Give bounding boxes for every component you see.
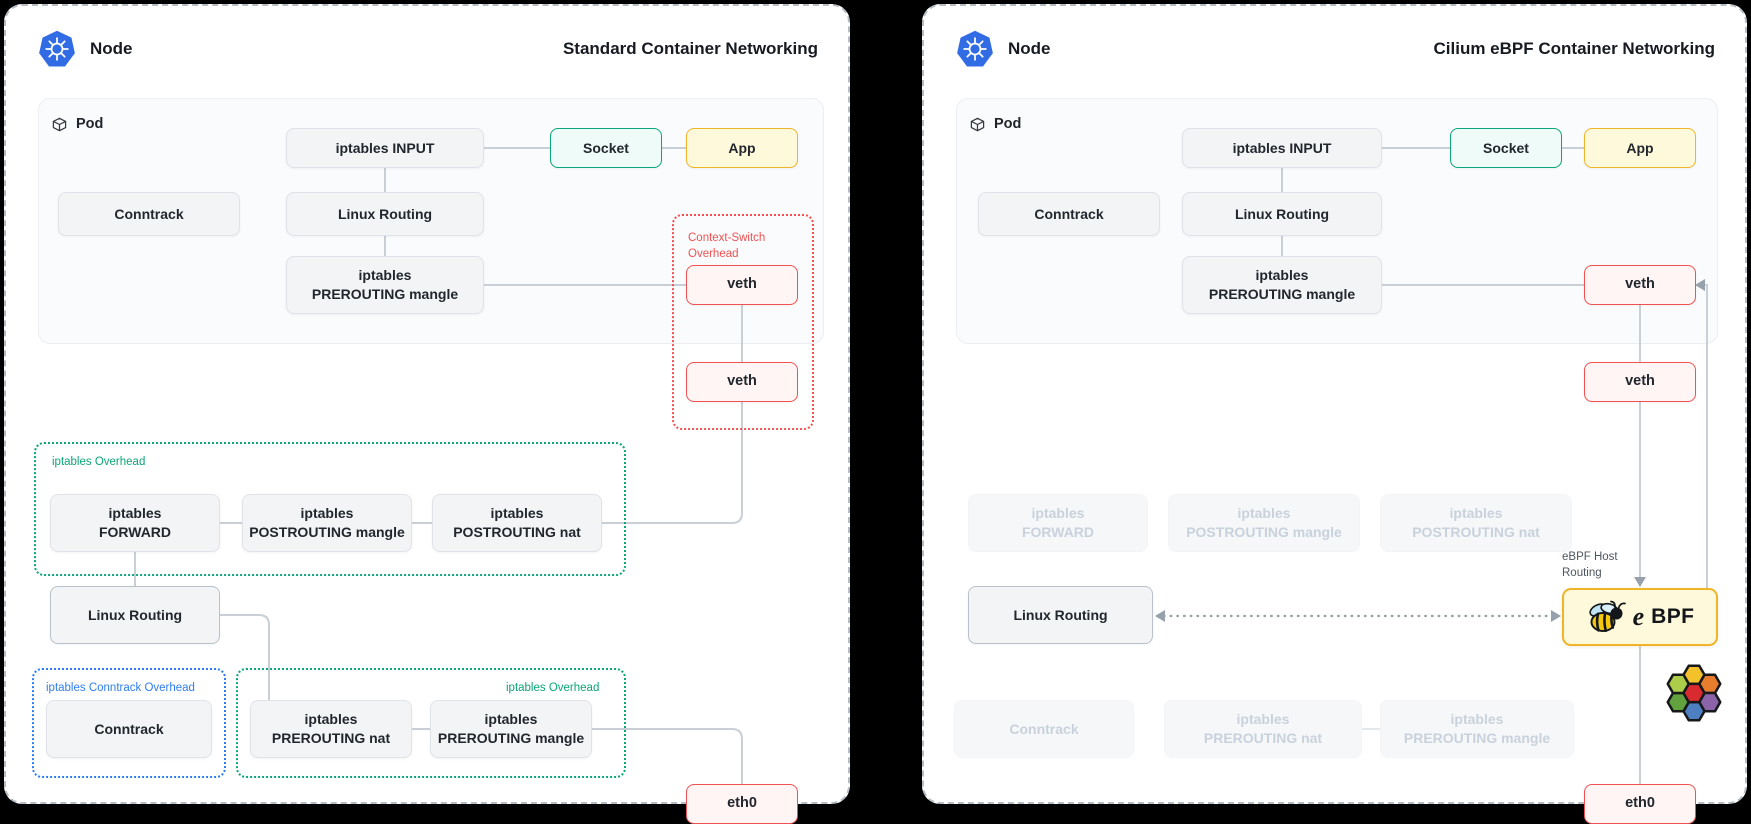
pod-tag: Pod bbox=[970, 116, 1021, 132]
kubernetes-logo-icon bbox=[39, 30, 75, 67]
helm-wheel-icon bbox=[963, 37, 987, 61]
right-panel-header: Node Cilium eBPF Container Networking bbox=[956, 30, 1715, 68]
cube-icon bbox=[970, 117, 985, 131]
box-prerouting-mangle-host: iptables PREROUTING mangle bbox=[430, 700, 592, 758]
box-veth-lower: veth bbox=[1584, 362, 1696, 402]
iptables-conntrack-overhead-label: iptables Conntrack Overhead bbox=[46, 682, 195, 694]
panel-title: Cilium eBPF Container Networking bbox=[1433, 39, 1715, 58]
connector-layer bbox=[134, 147, 743, 785]
box-veth-upper: veth bbox=[1584, 265, 1696, 305]
box-app: App bbox=[686, 128, 798, 168]
box-iptables-forward-disabled: iptables FORWARD bbox=[968, 494, 1148, 552]
pod-label: Pod bbox=[994, 116, 1022, 132]
box-linux-routing-host: Linux Routing bbox=[50, 586, 220, 644]
box-socket: Socket bbox=[550, 128, 662, 168]
ebpf-label-bpf: BPF bbox=[1651, 605, 1695, 628]
cilium-logo-icon bbox=[1666, 664, 1722, 722]
right-panel-cilium-ebpf-networking: Node Cilium eBPF Container Networking Po… bbox=[922, 4, 1747, 824]
ebpf-label-e: e bbox=[1632, 602, 1645, 631]
overlay-iptables-overhead-bottom bbox=[236, 668, 626, 778]
overlay-iptables-overhead-top bbox=[34, 442, 626, 576]
box-postrouting-nat: iptables POSTROUTING nat bbox=[432, 494, 602, 552]
box-veth-upper: veth bbox=[686, 265, 798, 305]
connector-layer bbox=[1155, 147, 1708, 785]
box-veth-lower: veth bbox=[686, 362, 798, 402]
node-label: Node bbox=[90, 39, 133, 58]
box-postrouting-mangle: iptables POSTROUTING mangle bbox=[242, 494, 412, 552]
box-prerouting-mangle-pod: iptables PREROUTING mangle bbox=[1182, 256, 1382, 314]
box-prerouting-nat-disabled: iptables PREROUTING nat bbox=[1164, 700, 1362, 758]
kubernetes-logo-icon bbox=[957, 30, 993, 67]
overlay-iptables-conntrack-overhead bbox=[32, 668, 226, 778]
left-panel-header: Node Standard Container Networking bbox=[38, 30, 818, 68]
box-eth0: eth0 bbox=[1584, 784, 1696, 824]
box-conntrack-host: Conntrack bbox=[46, 700, 212, 758]
node-label: Node bbox=[1008, 39, 1051, 58]
box-conntrack-pod: Conntrack bbox=[58, 192, 240, 236]
box-prerouting-mangle-pod: iptables PREROUTING mangle bbox=[286, 256, 484, 314]
box-prerouting-mangle-disabled: iptables PREROUTING mangle bbox=[1380, 700, 1574, 758]
box-linux-routing-pod: Linux Routing bbox=[286, 192, 484, 236]
overlay-context-switch-overhead bbox=[672, 214, 814, 430]
box-prerouting-nat: iptables PREROUTING nat bbox=[250, 700, 412, 758]
context-switch-overhead-label: Context-Switch Overhead bbox=[688, 232, 766, 261]
panel-title: Standard Container Networking bbox=[562, 39, 818, 58]
box-iptables-input: iptables INPUT bbox=[286, 128, 484, 168]
left-panel-standard-networking: Node Standard Container Networking Pod C… bbox=[4, 4, 850, 824]
box-socket: Socket bbox=[1450, 128, 1562, 168]
box-eth0: eth0 bbox=[686, 784, 798, 824]
ebpf-host-routing-label: eBPF Host Routing bbox=[1562, 551, 1618, 579]
cube-icon bbox=[52, 117, 67, 131]
box-conntrack-pod: Conntrack bbox=[978, 192, 1160, 236]
box-postrouting-mangle-disabled: iptables POSTROUTING mangle bbox=[1168, 494, 1360, 552]
iptables-overhead-top-label: iptables Overhead bbox=[52, 456, 146, 468]
box-app: App bbox=[1584, 128, 1696, 168]
iptables-overhead-bottom-label: iptables Overhead bbox=[506, 682, 600, 694]
bee-icon bbox=[1588, 600, 1626, 633]
box-conntrack-disabled: Conntrack bbox=[954, 700, 1134, 758]
helm-wheel-icon bbox=[45, 37, 69, 61]
ebpf-box: e BPF bbox=[1562, 588, 1718, 646]
box-linux-routing-pod: Linux Routing bbox=[1182, 192, 1382, 236]
box-iptables-input: iptables INPUT bbox=[1182, 128, 1382, 168]
box-iptables-forward: iptables FORWARD bbox=[50, 494, 220, 552]
pod-tag: Pod bbox=[52, 116, 103, 132]
pod-label: Pod bbox=[76, 116, 104, 132]
box-postrouting-nat-disabled: iptables POSTROUTING nat bbox=[1380, 494, 1572, 552]
box-linux-routing-host: Linux Routing bbox=[968, 586, 1153, 644]
